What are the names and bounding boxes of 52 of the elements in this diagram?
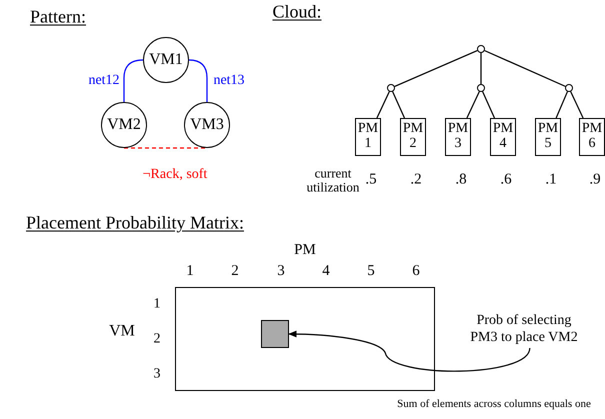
utilization-value: .1 xyxy=(545,172,557,188)
pm-box: PM 3 xyxy=(445,118,471,156)
axis-label: Sum of elements across columns equals one xyxy=(397,399,591,411)
vm-circle: VM2 xyxy=(101,102,147,148)
connector-line xyxy=(482,91,496,118)
connector-line xyxy=(480,53,482,84)
section-heading: Cloud: xyxy=(272,2,322,22)
axis-label: PM xyxy=(294,243,316,259)
utilization-value: .2 xyxy=(410,172,422,188)
switch-node xyxy=(387,84,395,92)
highlighted-cell xyxy=(261,320,289,348)
axis-label: 1 xyxy=(186,264,194,280)
pm-box: PM 5 xyxy=(535,118,561,156)
axis-label: 3 xyxy=(154,368,160,382)
connector-line xyxy=(124,147,207,149)
utilization-value: .9 xyxy=(589,172,601,188)
utilization-value: .8 xyxy=(455,172,467,188)
pm-box: PM 4 xyxy=(490,118,516,156)
axis-label: 1 xyxy=(154,298,160,312)
edge-label: ¬Rack, soft xyxy=(142,167,208,183)
switch-node xyxy=(477,45,485,53)
axis-label: VM xyxy=(109,324,135,340)
leader-line xyxy=(288,330,530,372)
connector-line xyxy=(570,91,584,118)
connector-line xyxy=(556,91,568,118)
axis-label: 5 xyxy=(367,264,375,280)
connector-line xyxy=(188,59,208,102)
pm-box: PM 6 xyxy=(579,118,605,156)
axis-label: 6 xyxy=(412,264,420,280)
vm-circle: VM1 xyxy=(143,37,189,83)
matrix-box xyxy=(175,287,435,391)
connector-line xyxy=(466,91,480,118)
pm-box: PM 1 xyxy=(355,118,381,156)
connector-line xyxy=(394,50,478,87)
axis-label: 4 xyxy=(322,264,330,280)
connector-line xyxy=(123,59,144,102)
axis-label: current utilization xyxy=(306,166,360,194)
vm-circle: VM3 xyxy=(184,102,230,148)
section-heading: Placement Probability Matrix: xyxy=(26,214,244,232)
axis-label: 3 xyxy=(277,264,285,280)
axis-label: 2 xyxy=(154,332,160,348)
pm-box: PM 2 xyxy=(400,118,426,156)
connector-line xyxy=(392,91,406,118)
section-heading: Pattern: xyxy=(30,8,86,26)
axis-label: 2 xyxy=(231,264,239,280)
utilization-value: .5 xyxy=(365,172,377,188)
callout-text: Prob of selecting PM3 to place VM2 xyxy=(466,312,582,348)
utilization-value: .6 xyxy=(500,172,512,188)
connector-line xyxy=(376,91,390,118)
switch-node xyxy=(477,84,485,92)
connector-line xyxy=(484,50,566,87)
switch-node xyxy=(565,84,573,92)
